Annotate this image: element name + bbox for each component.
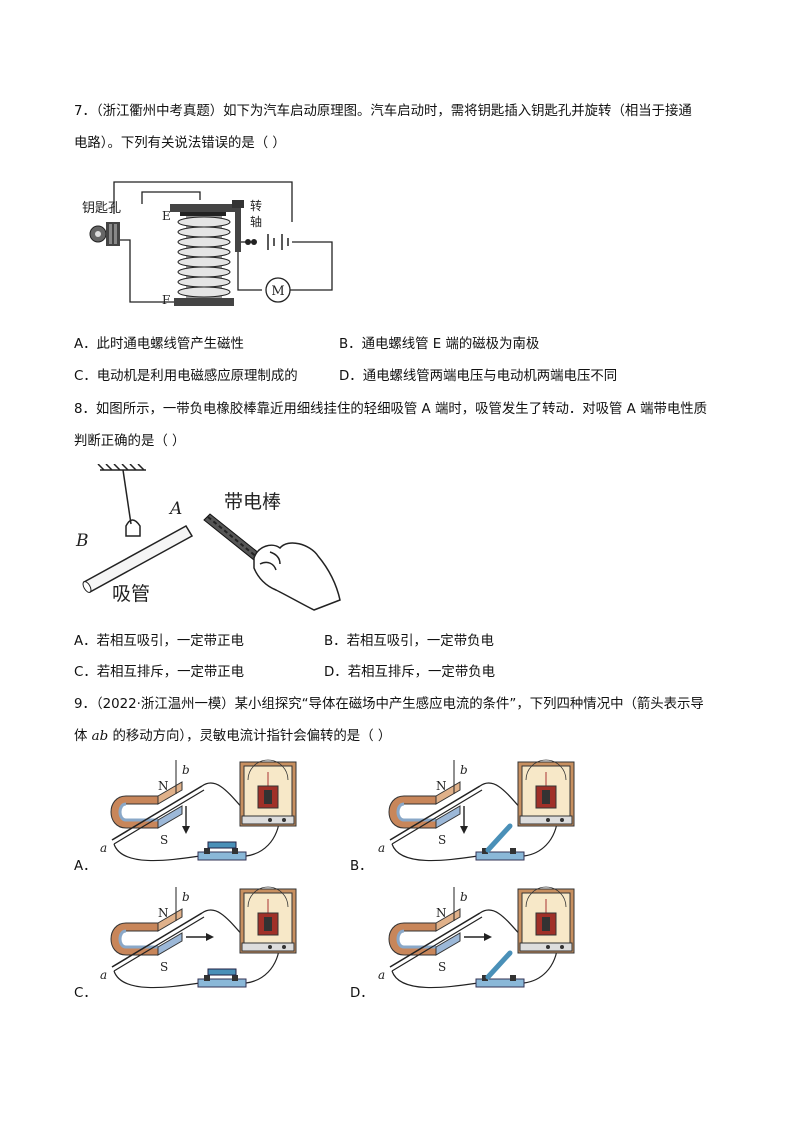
n-pole-label: N (436, 906, 447, 920)
a-end-label: a (100, 968, 107, 982)
s-pole-label: S (160, 960, 168, 974)
axis-label-1: 转 (250, 198, 262, 213)
b-end-label: b (182, 763, 190, 777)
F-label: F (162, 293, 170, 307)
solenoid-icon (174, 216, 234, 306)
galvanometer-icon (517, 886, 575, 954)
q8-stem-line1: 8．如图所示，一带负电橡胶棒靠近用细线挂住的轻细吸管 A 端时，吸管发生了转动．… (74, 402, 708, 417)
q7-figure: M 钥匙孔 E F 转 轴 (82, 176, 342, 316)
motion-arrow-icon (186, 933, 214, 941)
q7-option-b[interactable]: B．通电螺线管 E 端的磁极为南极 (339, 337, 540, 352)
galvanometer-icon (239, 759, 297, 827)
q7-option-a[interactable]: A．此时通电螺线管产生磁性 (74, 337, 244, 352)
q8-option-d[interactable]: D．若相互排斥，一定带负电 (324, 665, 495, 680)
q7-stem-line2: 电路）。下列有关说法错误的是（ ） (74, 136, 286, 151)
motor-label: M (271, 284, 284, 299)
q9-figure-c: N S b a (92, 883, 304, 999)
q8-figure: 带电棒 吸管 A B (74, 464, 346, 614)
q7-stem: 7．（浙江衢州中考真题）如下为汽车启动原理图。汽车启动时，需将钥匙插入钥匙孔并旋… (74, 96, 734, 160)
switch-icon (197, 968, 247, 988)
a-end-label: a (378, 841, 385, 855)
q9-option-c[interactable]: C． (74, 986, 97, 1001)
b-end-label: b (460, 763, 468, 777)
switch-icon (475, 950, 525, 988)
q9-figure-d: N S b a (370, 883, 582, 999)
q9-stem-ab: ab (91, 729, 109, 744)
hand-icon (253, 542, 341, 611)
n-pole-label: N (158, 779, 169, 793)
q9-stem-line1: 9．（2022·浙江温州一模）某小组探究“导体在磁场中产生感应电流的条件”，下列… (74, 697, 704, 712)
q7-stem-line1: 7．（浙江衢州中考真题）如下为汽车启动原理图。汽车启动时，需将钥匙插入钥匙孔并旋… (74, 104, 692, 119)
switch-icon (475, 823, 525, 861)
n-pole-label: N (158, 906, 169, 920)
straw-label: 吸管 (112, 583, 150, 605)
axis-label-2: 轴 (250, 214, 262, 229)
q8-option-a[interactable]: A．若相互吸引，一定带正电 (74, 634, 244, 649)
q8-option-c[interactable]: C．若相互排斥，一定带正电 (74, 665, 245, 680)
B-label: B (75, 531, 89, 551)
n-pole-label: N (436, 779, 447, 793)
A-label: A (168, 499, 182, 519)
s-pole-label: S (438, 833, 446, 847)
E-label: E (162, 209, 171, 223)
q9-stem-line2: 体 ab 的移动方向），灵敏电流计指针会偏转的是（ ） (74, 721, 734, 753)
b-end-label: b (182, 890, 190, 904)
q8-stem: 8．如图所示，一带负电橡胶棒靠近用细线挂住的轻细吸管 A 端时，吸管发生了转动．… (74, 394, 734, 458)
s-pole-label: S (438, 960, 446, 974)
motion-arrow-icon (182, 806, 190, 834)
q9-stem-line2-pre: 体 (74, 729, 92, 744)
motion-arrow-icon (464, 933, 492, 941)
q9-option-d[interactable]: D． (350, 986, 374, 1001)
q9-stem: 9．（2022·浙江温州一模）某小组探究“导体在磁场中产生感应电流的条件”，下列… (74, 689, 734, 753)
q9-figure-b: N S b a (370, 756, 582, 872)
q8-stem-line2: 判断正确的是（ ） (74, 434, 186, 449)
keyhole-label: 钥匙孔 (82, 201, 121, 216)
galvanometer-icon (517, 759, 575, 827)
rod-label: 带电棒 (224, 491, 281, 513)
b-end-label: b (460, 890, 468, 904)
switch-icon (197, 841, 247, 861)
a-end-label: a (378, 968, 385, 982)
q9-option-b[interactable]: B． (350, 859, 373, 874)
keyhole-icon (89, 222, 120, 246)
galvanometer-icon (239, 886, 297, 954)
straw-icon (82, 524, 194, 594)
q9-stem-line2-post: 的移动方向），灵敏电流计指针会偏转的是（ ） (108, 729, 392, 744)
motion-arrow-icon (460, 806, 468, 834)
q9-option-a[interactable]: A． (74, 859, 97, 874)
a-end-label: a (100, 841, 107, 855)
q8-option-b[interactable]: B．若相互吸引，一定带负电 (324, 634, 494, 649)
s-pole-label: S (160, 833, 168, 847)
q7-option-d[interactable]: D．通电螺线管两端电压与电动机两端电压不同 (339, 369, 618, 384)
q9-figure-a: N S b a (92, 756, 304, 872)
q7-option-c[interactable]: C．电动机是利用电磁感应原理制成的 (74, 369, 298, 384)
